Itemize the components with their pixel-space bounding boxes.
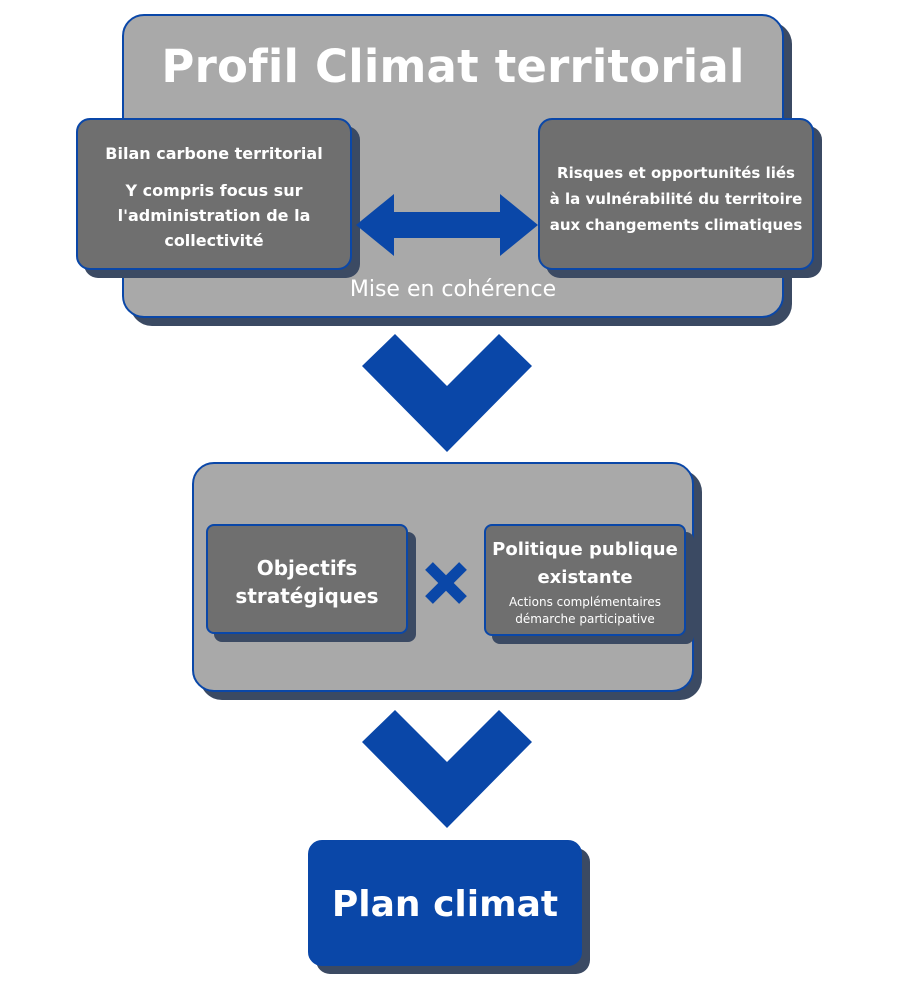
bilan-line-1: Y compris focus sur <box>125 181 303 200</box>
chevron-down-icon <box>362 710 532 828</box>
risques-line-2: à la vulnérabilité du territoire <box>549 190 803 208</box>
politique-title: Politique publique existante <box>480 536 690 592</box>
plan-climat-box: Plan climat <box>308 840 582 966</box>
plan-climat-label: Plan climat <box>331 884 559 925</box>
politique-detail: Actions complémentaires démarche partici… <box>486 594 684 628</box>
bilan-line-2: l'administration de la <box>117 206 311 225</box>
profil-caption: Mise en cohérence <box>349 277 557 302</box>
profil-title: Profil Climat territorial <box>161 40 745 93</box>
risques-box: Risques et opportunités liés à la vulnér… <box>538 118 814 270</box>
risques-line-1: Risques et opportunités liés <box>557 164 795 182</box>
objectifs-line-2: stratégiques <box>235 584 379 608</box>
politique-line-2: existante <box>537 567 633 588</box>
politique-box: Politique publique existante Actions com… <box>484 524 686 636</box>
politique-detail-1: Actions complémentaires <box>509 595 661 609</box>
objectifs-text: Objectifs stratégiques <box>208 554 406 610</box>
multiply-icon <box>425 562 467 604</box>
risques-line-3: aux changements climatiques <box>549 216 803 234</box>
objectifs-line-1: Objectifs <box>256 556 358 580</box>
chevron-down-icon <box>362 334 532 452</box>
politique-line-1: Politique publique <box>492 539 678 560</box>
bilan-carbone-heading: Bilan carbone territorial <box>105 144 323 163</box>
politique-detail-2: démarche participative <box>515 612 655 626</box>
double-arrow-icon <box>356 194 538 256</box>
risques-text: Risques et opportunités liés à la vulnér… <box>540 160 812 238</box>
bilan-carbone-box: Bilan carbone territorial Y compris focu… <box>76 118 352 270</box>
bilan-carbone-detail: Y compris focus sur l'administration de … <box>78 178 350 253</box>
bilan-line-3: collectivité <box>164 231 264 250</box>
objectifs-box: Objectifs stratégiques <box>206 524 408 634</box>
